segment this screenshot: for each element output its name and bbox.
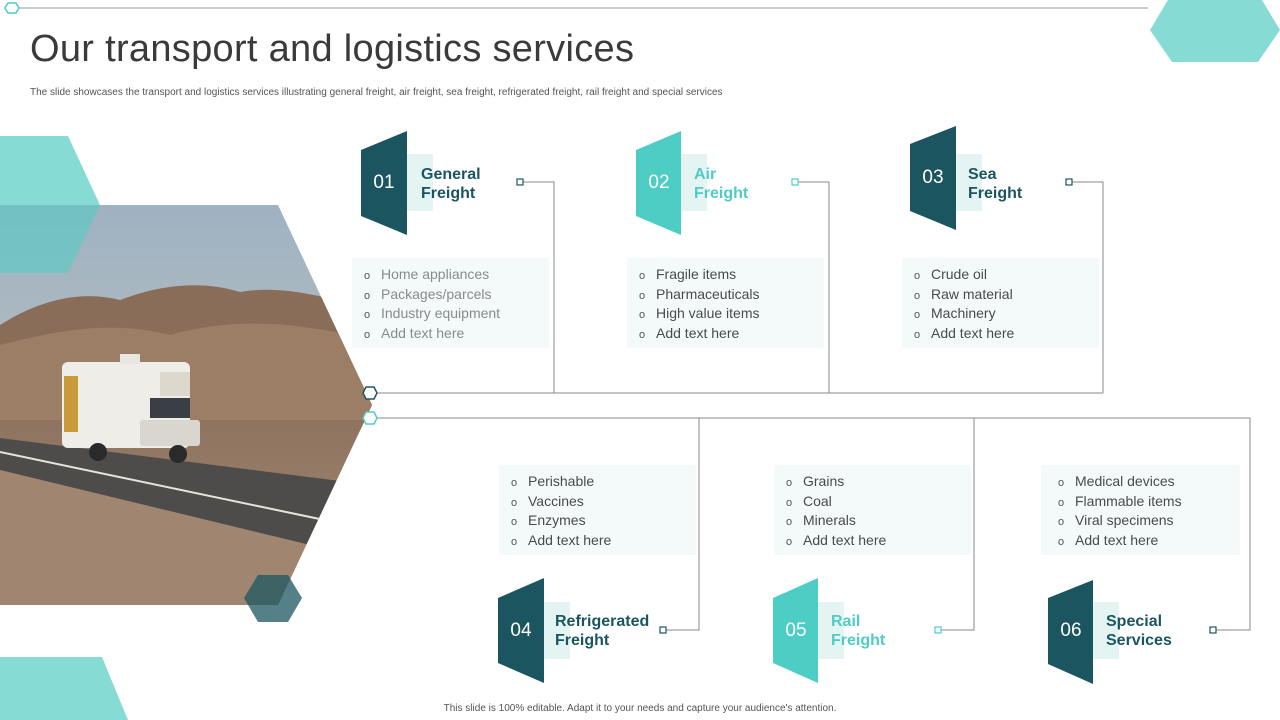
list-item: Add text here — [786, 532, 971, 552]
list-item: Vaccines — [511, 493, 696, 513]
service-title-rail-freight: Rail Freight — [831, 613, 886, 649]
list-item: Add text here — [1058, 532, 1240, 552]
list-item: Coal — [786, 493, 971, 513]
list-item: Fragile items — [639, 266, 824, 286]
service-title-general-freight: General Freight — [421, 166, 481, 202]
list-item: Enzymes — [511, 512, 696, 532]
list-item: Packages/parcels — [364, 286, 549, 306]
list-item: Raw material — [914, 286, 1099, 306]
service-title-sea-freight: Sea Freight — [968, 166, 1023, 202]
list-item: Grains — [786, 473, 971, 493]
connector-end-markers — [516, 178, 1217, 634]
list-item: High value items — [639, 305, 824, 325]
connector-lines — [372, 181, 1251, 631]
trunk-marker-top-icon — [362, 386, 378, 400]
list-item: Add text here — [511, 532, 696, 552]
service-box-rail-freight: Grains Coal Minerals Add text here — [774, 465, 971, 555]
badge-number-05: 05 — [785, 620, 807, 641]
camper-van-on-desert-road-photo — [0, 205, 372, 605]
badge-01 — [361, 131, 407, 235]
page-title: Our transport and logistics services — [30, 28, 635, 70]
service-box-refrigerated-freight: Perishable Vaccines Enzymes Add text her… — [499, 465, 696, 555]
badge-number-01: 01 — [373, 172, 395, 193]
list-item: Crude oil — [914, 266, 1099, 286]
service-title-refrigerated-freight: Refrigerated Freight — [555, 613, 650, 649]
list-item: Machinery — [914, 305, 1099, 325]
badge-06 — [1048, 580, 1093, 684]
badge-number-02: 02 — [648, 172, 670, 193]
list-item: Pharmaceuticals — [639, 286, 824, 306]
list-item: Flammable items — [1058, 493, 1240, 513]
list-item: Add text here — [364, 325, 549, 345]
list-item: Add text here — [914, 325, 1099, 345]
badge-05 — [773, 578, 818, 683]
page-subtitle: The slide showcases the transport and lo… — [30, 87, 723, 98]
badge-number-06: 06 — [1060, 620, 1082, 641]
list-item: Home appliances — [364, 266, 549, 286]
list-item: Add text here — [639, 325, 824, 345]
badge-03 — [910, 126, 956, 230]
list-item: Viral specimens — [1058, 512, 1240, 532]
hexagon-bottom-left — [0, 657, 128, 720]
list-item: Perishable — [511, 473, 696, 493]
service-title-special-services: Special Services — [1106, 613, 1172, 649]
list-item: Minerals — [786, 512, 971, 532]
badge-number-03: 03 — [922, 167, 944, 188]
badge-number-04: 04 — [510, 620, 532, 641]
service-box-air-freight: Fragile items Pharmaceuticals High value… — [627, 258, 824, 348]
badge-04 — [498, 578, 544, 683]
list-item: Medical devices — [1058, 473, 1240, 493]
service-box-special-services: Medical devices Flammable items Viral sp… — [1041, 465, 1240, 555]
service-box-general-freight: Home appliances Packages/parcels Industr… — [352, 258, 549, 348]
service-title-air-freight: Air Freight — [694, 166, 749, 202]
hexagon-top-right — [1150, 0, 1280, 62]
badge-02 — [636, 131, 681, 235]
hexagon-photo-bottom — [244, 575, 302, 622]
trunk-marker-bottom-icon — [362, 411, 378, 425]
hexagon-left-overlap — [0, 205, 100, 273]
service-box-sea-freight: Crude oil Raw material Machinery Add tex… — [902, 258, 1099, 348]
service-badges — [361, 126, 1119, 684]
top-rule-hexagon-icon — [4, 2, 20, 14]
list-item: Industry equipment — [364, 305, 549, 325]
page-footer: This slide is 100% editable. Adapt it to… — [443, 703, 837, 714]
